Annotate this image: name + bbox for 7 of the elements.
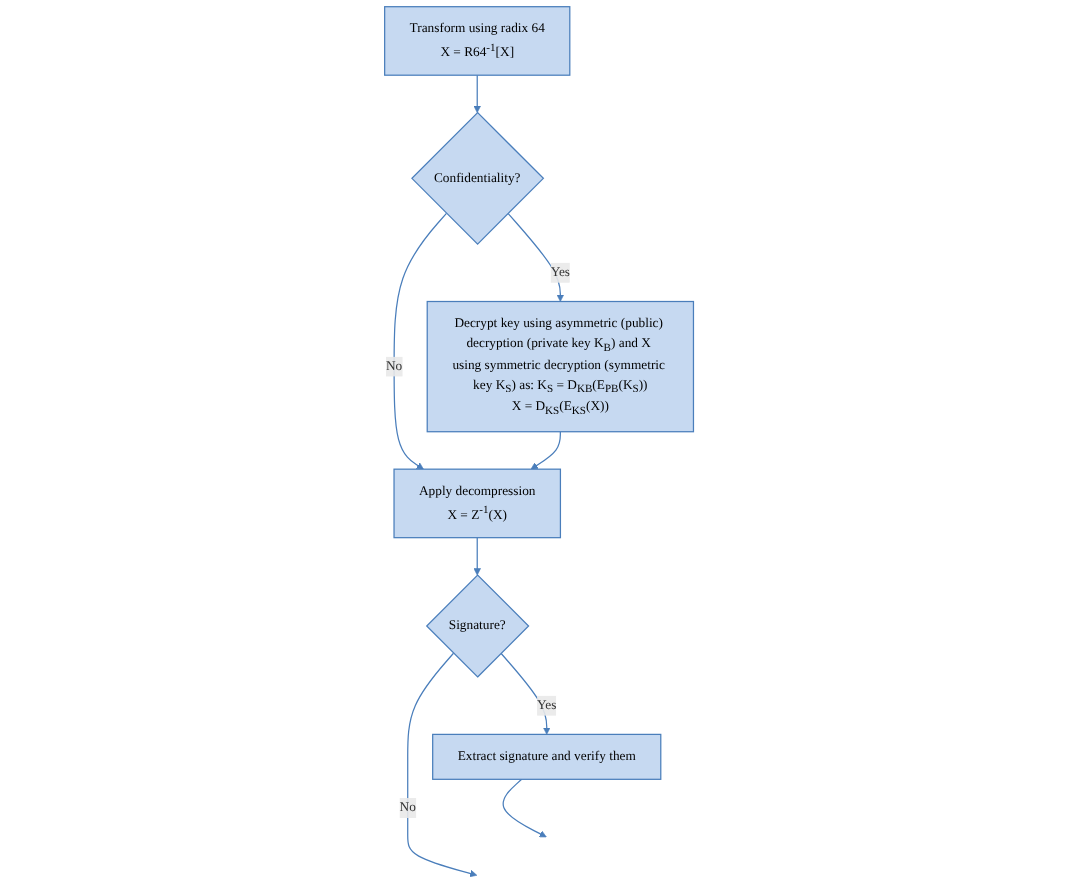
arrow bbox=[502, 778, 547, 838]
arrow bbox=[407, 652, 478, 878]
arrow bbox=[393, 212, 448, 470]
arrow bbox=[473, 537, 481, 576]
arrow bbox=[500, 652, 551, 735]
arrow bbox=[530, 431, 561, 470]
arrow bbox=[473, 74, 481, 113]
